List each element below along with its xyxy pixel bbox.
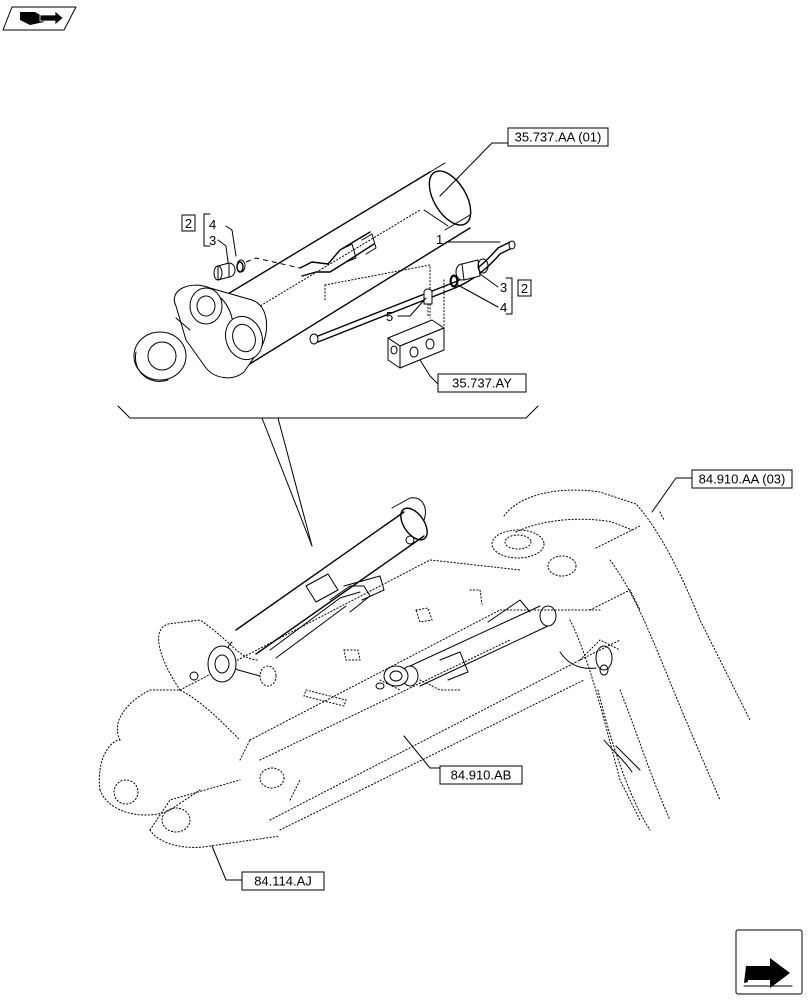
svg-text:84.910.AB: 84.910.AB bbox=[451, 768, 512, 783]
svg-text:84.114.AJ: 84.114.AJ bbox=[254, 874, 312, 889]
fitting-left bbox=[213, 257, 301, 281]
screw bbox=[423, 288, 433, 317]
fitting-right bbox=[449, 258, 489, 288]
svg-text:35.737.AY: 35.737.AY bbox=[452, 376, 512, 391]
o-ring-right bbox=[450, 275, 458, 287]
callout-pipe: 1 bbox=[436, 232, 443, 247]
ref-label-cylinder[interactable]: 35.737.AA (01) bbox=[507, 127, 609, 147]
callout-kit-right: 2 bbox=[517, 279, 532, 297]
zoom-connector bbox=[117, 405, 539, 547]
callout-screw: 5 bbox=[386, 309, 393, 324]
callout-fitting-right: 3 bbox=[500, 280, 507, 295]
svg-text:2: 2 bbox=[185, 216, 192, 231]
hydraulic-cylinder bbox=[133, 162, 472, 382]
ref-label-boom-top[interactable]: 84.910.AA (03) bbox=[691, 469, 793, 489]
callout-fitting-left: 3 bbox=[209, 233, 216, 248]
svg-text:35.737.AA (01): 35.737.AA (01) bbox=[515, 130, 602, 145]
boom-cylinder bbox=[189, 497, 428, 683]
callout-oring-right: 4 bbox=[500, 300, 507, 315]
ref-label-valve[interactable]: 35.737.AY bbox=[437, 373, 527, 393]
callout-oring-left: 4 bbox=[209, 217, 216, 232]
svg-text:2: 2 bbox=[521, 281, 528, 296]
o-ring-left bbox=[236, 261, 244, 273]
ref-label-boom-mid[interactable]: 84.910.AB bbox=[439, 765, 523, 785]
boom-assembly bbox=[98, 489, 751, 848]
valve-block bbox=[387, 279, 445, 369]
secondary-cylinder bbox=[375, 599, 641, 773]
callout-kit-left: 2 bbox=[181, 214, 196, 232]
next-page-arrow-icon[interactable] bbox=[735, 929, 803, 995]
book-arrow-icon[interactable] bbox=[2, 6, 77, 31]
ref-label-boom-base[interactable]: 84.114.AJ bbox=[241, 871, 325, 891]
svg-text:84.910.AA (03): 84.910.AA (03) bbox=[699, 472, 786, 487]
